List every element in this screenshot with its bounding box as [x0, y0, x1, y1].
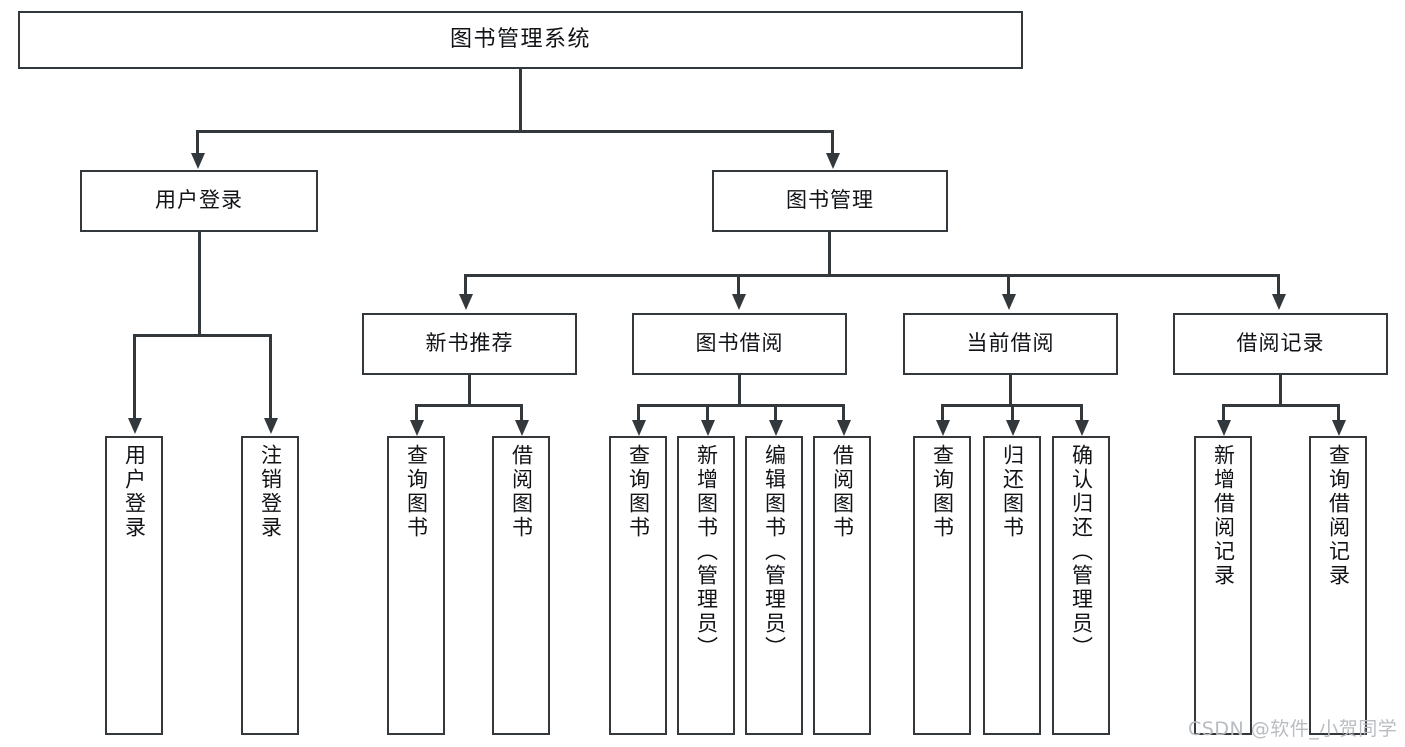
node-leaf-query-book-1-label: 查询图书	[404, 444, 429, 540]
node-leaf-borrow-book-1[interactable]: 借阅图书	[492, 436, 550, 735]
connector-nbr-child2	[520, 404, 523, 422]
connector-nbr-child1	[415, 404, 418, 422]
node-current-borrow[interactable]: 当前借阅	[903, 313, 1118, 375]
node-leaf-query-book-3-label: 查询图书	[930, 444, 955, 540]
connector-bb-child4	[842, 404, 845, 422]
arrow-leaf-query-book-1	[410, 420, 424, 436]
node-new-book-recommend[interactable]: 新书推荐	[362, 313, 577, 375]
node-leaf-add-book[interactable]: 新增图书（管理员）	[677, 436, 735, 735]
node-leaf-borrow-book-1-label: 借阅图书	[509, 444, 534, 540]
node-leaf-query-book-2-label: 查询图书	[626, 444, 651, 540]
arrow-leaf-query-record	[1332, 420, 1346, 436]
node-leaf-query-book-2[interactable]: 查询图书	[609, 436, 667, 735]
node-leaf-edit-book-label: 编辑图书（管理员）	[762, 444, 787, 660]
node-leaf-edit-book[interactable]: 编辑图书（管理员）	[745, 436, 803, 735]
connector-cb-child2	[1011, 404, 1014, 422]
node-user-login[interactable]: 用户登录	[80, 170, 318, 232]
connector-current-borrow-stem	[1009, 375, 1012, 406]
arrow-leaf-logout-login	[264, 418, 278, 434]
arrow-to-current-borrow	[1002, 294, 1016, 310]
arrow-leaf-query-book-3	[936, 420, 950, 436]
node-leaf-query-record[interactable]: 查询借阅记录	[1309, 436, 1367, 735]
csdn-watermark: CSDN @软件_小贺同学	[1188, 718, 1398, 740]
node-root-label: 图书管理系统	[449, 26, 591, 52]
arrow-to-user-login	[191, 153, 205, 169]
connector-book-manage-bus	[464, 274, 1280, 277]
node-leaf-query-book-3[interactable]: 查询图书	[913, 436, 971, 735]
node-book-borrow-label: 图书借阅	[695, 331, 784, 356]
connector-new-book-recommend-stem	[468, 375, 471, 406]
node-book-borrow[interactable]: 图书借阅	[632, 313, 847, 375]
node-user-login-label: 用户登录	[155, 188, 243, 213]
connector-root-bus	[196, 130, 834, 133]
arrow-leaf-borrow-book-1	[515, 420, 529, 436]
node-leaf-add-book-label: 新增图书（管理员）	[694, 444, 719, 660]
node-leaf-add-record-label: 新增借阅记录	[1211, 444, 1236, 588]
arrow-leaf-edit-book	[769, 420, 783, 436]
connector-to-current-borrow	[1007, 274, 1010, 296]
connector-user-login-stem	[198, 232, 201, 336]
node-leaf-return-book[interactable]: 归还图书	[983, 436, 1041, 735]
connector-to-book-borrow	[737, 274, 740, 296]
node-borrow-record-label: 借阅记录	[1236, 331, 1325, 356]
connector-cb-child3	[1080, 404, 1083, 422]
node-leaf-query-book-1[interactable]: 查询图书	[387, 436, 445, 735]
connector-bb-child3	[774, 404, 777, 422]
connector-new-book-recommend-bus	[415, 404, 523, 407]
connector-to-borrow-record	[1277, 274, 1280, 296]
connector-book-borrow-bus	[637, 404, 844, 407]
node-leaf-user-login[interactable]: 用户登录	[105, 436, 163, 735]
node-leaf-confirm-return-label: 确认归还（管理员）	[1069, 444, 1094, 660]
arrow-leaf-user-login	[128, 418, 142, 434]
node-leaf-query-record-label: 查询借阅记录	[1326, 444, 1351, 588]
node-leaf-logout-login[interactable]: 注销登录	[241, 436, 299, 735]
connector-br-child2	[1337, 404, 1340, 422]
connector-to-book-manage	[831, 130, 834, 155]
arrow-to-new-book-recommend	[459, 294, 473, 310]
connector-bb-child2	[706, 404, 709, 422]
arrow-to-book-manage	[826, 153, 840, 169]
connector-user-login-child2	[269, 334, 272, 420]
arrow-leaf-confirm-return	[1075, 420, 1089, 436]
arrow-leaf-borrow-book-2	[837, 420, 851, 436]
node-leaf-borrow-book-2[interactable]: 借阅图书	[813, 436, 871, 735]
arrow-to-borrow-record	[1272, 294, 1286, 310]
node-current-borrow-label: 当前借阅	[966, 331, 1055, 356]
node-leaf-confirm-return[interactable]: 确认归还（管理员）	[1052, 436, 1110, 735]
node-leaf-borrow-book-2-label: 借阅图书	[830, 444, 855, 540]
node-leaf-return-book-label: 归还图书	[1000, 444, 1025, 540]
arrow-leaf-query-book-2	[632, 420, 646, 436]
connector-bb-child1	[637, 404, 640, 422]
node-book-manage-label: 图书管理	[786, 188, 874, 213]
connector-borrow-record-bus	[1222, 404, 1340, 407]
node-leaf-add-record[interactable]: 新增借阅记录	[1194, 436, 1252, 735]
node-new-book-recommend-label: 新书推荐	[425, 331, 514, 356]
arrow-leaf-return-book	[1006, 420, 1020, 436]
connector-user-login-bus	[133, 334, 271, 337]
connector-borrow-record-stem	[1279, 375, 1282, 406]
node-leaf-logout-login-label: 注销登录	[258, 444, 283, 540]
node-root[interactable]: 图书管理系统	[18, 11, 1023, 69]
arrow-leaf-add-book	[701, 420, 715, 436]
connector-br-child1	[1222, 404, 1225, 422]
connector-book-manage-stem	[828, 232, 831, 276]
node-book-manage[interactable]: 图书管理	[712, 170, 948, 232]
arrow-leaf-add-record	[1217, 420, 1231, 436]
connector-cb-child1	[941, 404, 944, 422]
connector-to-user-login	[196, 130, 199, 155]
node-leaf-user-login-label: 用户登录	[122, 444, 147, 540]
connector-book-borrow-stem	[738, 375, 741, 406]
arrow-to-book-borrow	[732, 294, 746, 310]
connector-root-stem	[519, 69, 522, 132]
connector-user-login-child1	[133, 334, 136, 420]
node-borrow-record[interactable]: 借阅记录	[1173, 313, 1388, 375]
connector-to-new-book-recommend	[464, 274, 467, 296]
